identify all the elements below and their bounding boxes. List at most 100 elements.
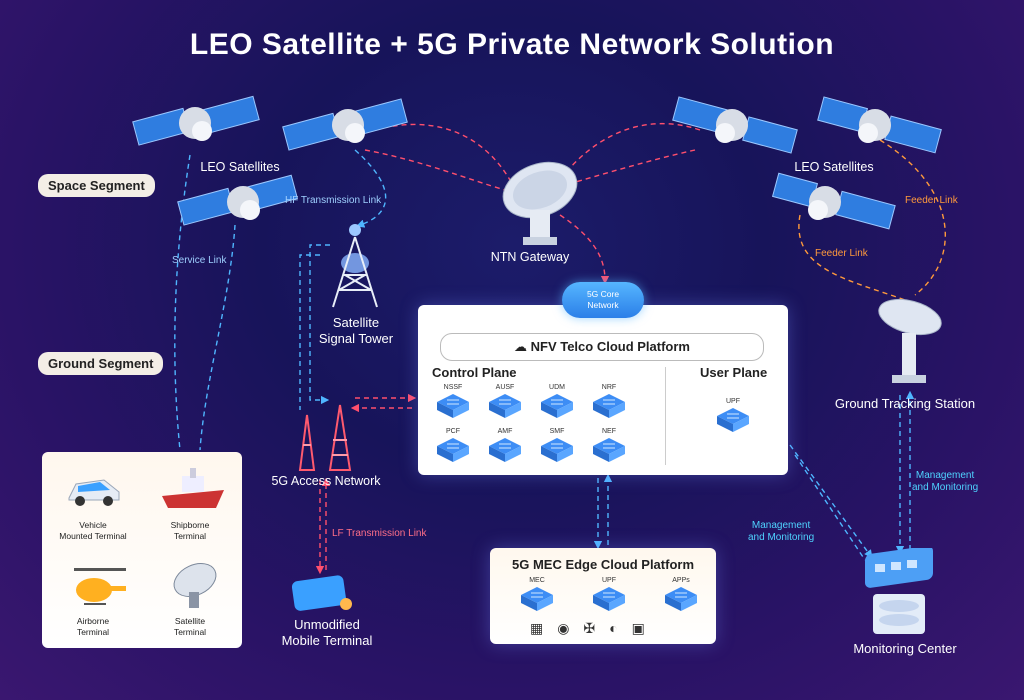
- chip-icon: [521, 587, 553, 611]
- service-link-line: [199, 224, 236, 451]
- access-network-label: 5G Access Network: [271, 474, 381, 488]
- network-function-label: NRF: [601, 384, 617, 391]
- terminal-ship-line2: Terminal: [173, 531, 207, 541]
- mobile-terminal-label: Unmodified Mobile Terminal: [272, 617, 382, 649]
- nfv-header: ☁ NFV Telco Cloud Platform: [440, 333, 764, 361]
- access-tower-icon: [298, 404, 352, 471]
- chip-icon: [665, 587, 697, 611]
- terminal-satellite-label: Satellite Terminal: [144, 616, 236, 638]
- core-network-cloud: 5G Core Network: [562, 282, 644, 318]
- network-function-label: UPF: [726, 398, 740, 405]
- mec-functions-grid: MEC UPF APPs: [506, 576, 702, 614]
- helicopter-icon: [74, 568, 126, 605]
- core-cloud-line1: 5G Core: [586, 289, 620, 299]
- feeder-link-label-1: Feeder Link: [905, 195, 958, 206]
- plane-divider: [665, 367, 666, 465]
- nfv-header-text: NFV Telco Cloud Platform: [530, 339, 690, 354]
- mgmt-label-1: Management and Monitoring: [748, 520, 814, 544]
- tower-access-line: [309, 244, 330, 405]
- network-function-chip: APPs: [660, 576, 702, 616]
- camera-icon: ◉: [557, 620, 584, 636]
- sat-gateway-line: [364, 149, 506, 191]
- mgmt-label-2-line2: and Monitoring: [912, 482, 979, 493]
- nfv-platform-panel: ☁ NFV Telco Cloud Platform Control Plane…: [418, 305, 788, 475]
- mgmt-label-2-line1: Management: [915, 470, 975, 481]
- network-function-chip: NEF: [588, 427, 630, 467]
- network-function-label: PCF: [446, 428, 460, 435]
- network-function-chip: UDM: [536, 383, 578, 423]
- satellite-icon: [672, 96, 798, 154]
- network-function-chip: MEC: [516, 576, 558, 616]
- terminal-satellite-line1: Satellite: [174, 616, 206, 626]
- network-function-label: NSSF: [443, 384, 463, 391]
- sat-gateway-line: [559, 122, 701, 181]
- network-function-chip: SMF: [536, 427, 578, 467]
- network-function-chip: AMF: [484, 427, 526, 467]
- feeder-link-line: [879, 139, 946, 296]
- signal-tower-label: Satellite Signal Tower: [306, 315, 406, 347]
- chip-icon: [593, 394, 625, 418]
- signal-tower-label-line1: Satellite: [332, 315, 380, 330]
- mobile-phone-icon: [291, 575, 352, 611]
- network-function-label: SMF: [549, 428, 565, 435]
- mgmt-line: [789, 444, 873, 559]
- chip-icon: [437, 394, 469, 418]
- chip-icon: [593, 438, 625, 462]
- network-function-chip: PCF: [432, 427, 474, 467]
- satellite-icon: [282, 98, 408, 151]
- mobile-terminal-label-line2: Mobile Terminal: [281, 633, 373, 648]
- network-function-chip: AUSF: [484, 383, 526, 423]
- chip-icon: [437, 438, 469, 462]
- feeder-link-label-2: Feeder Link: [815, 248, 868, 259]
- monitoring-center-icon: [865, 548, 933, 634]
- terminal-vehicle-line1: Vehicle: [79, 520, 107, 530]
- satellite-icon: [817, 96, 942, 154]
- chip-icon: [489, 438, 521, 462]
- ground-tracking-dish-icon: [878, 298, 942, 383]
- monitoring-center-label: Monitoring Center: [853, 641, 957, 656]
- ntn-gateway-label: NTN Gateway: [490, 250, 570, 264]
- chip-icon: [541, 394, 573, 418]
- terminal-airborne-label: Airborne Terminal: [47, 616, 139, 638]
- mgmt-label-2: Management and Monitoring: [912, 470, 978, 494]
- signal-tower-label-line2: Signal Tower: [318, 331, 394, 346]
- network-function-label: APPs: [672, 577, 690, 584]
- network-function-label: UDM: [549, 384, 565, 391]
- vr-headset-icon: ◐: [609, 620, 632, 636]
- service-link-line: [174, 154, 191, 451]
- satellite-icon: [177, 174, 299, 226]
- mgmt-label-1-line1: Management: [751, 520, 811, 531]
- satellite-icon: [132, 95, 260, 146]
- core-cloud-line2: Network: [587, 300, 619, 310]
- ground-tracking-label: Ground Tracking Station: [834, 396, 976, 411]
- terminal-ship-line1: Shipborne: [170, 520, 210, 530]
- network-function-label: MEC: [529, 577, 545, 584]
- ship-icon: [162, 468, 224, 508]
- network-function-chip: NSSF: [432, 383, 474, 423]
- network-function-label: UPF: [602, 577, 616, 584]
- drone-icon: ✠: [583, 620, 610, 636]
- ground-segment-label: Ground Segment: [38, 352, 164, 375]
- chip-icon: [489, 394, 521, 418]
- network-function-chip: UPF: [712, 397, 754, 437]
- nfv-cloud-icon: ☁: [513, 339, 527, 354]
- terminal-satellite-line2: Terminal: [173, 627, 207, 637]
- user-functions-grid: UPF: [712, 397, 772, 447]
- mobile-terminal-label-line1: Unmodified: [294, 617, 360, 632]
- terminals-panel: Vehicle Mounted Terminal Shipborne Termi…: [42, 452, 242, 648]
- control-plane-title: Control Plane: [432, 365, 517, 380]
- ntn-gateway-dish-icon: [502, 161, 578, 245]
- mgmt-line: [794, 454, 866, 561]
- tower-access-line: [299, 254, 320, 410]
- network-function-label: AUSF: [495, 384, 515, 391]
- chip-icon: [593, 587, 625, 611]
- chip-icon: [717, 408, 749, 432]
- mec-app-icons: ▦◉✠◐▣: [530, 620, 680, 637]
- user-plane-title: User Plane: [700, 365, 768, 380]
- terminal-ship-label: Shipborne Terminal: [144, 520, 236, 542]
- car-icon: [68, 479, 120, 506]
- forklift-icon: ▣: [631, 620, 659, 636]
- signal-tower-icon: [332, 224, 378, 308]
